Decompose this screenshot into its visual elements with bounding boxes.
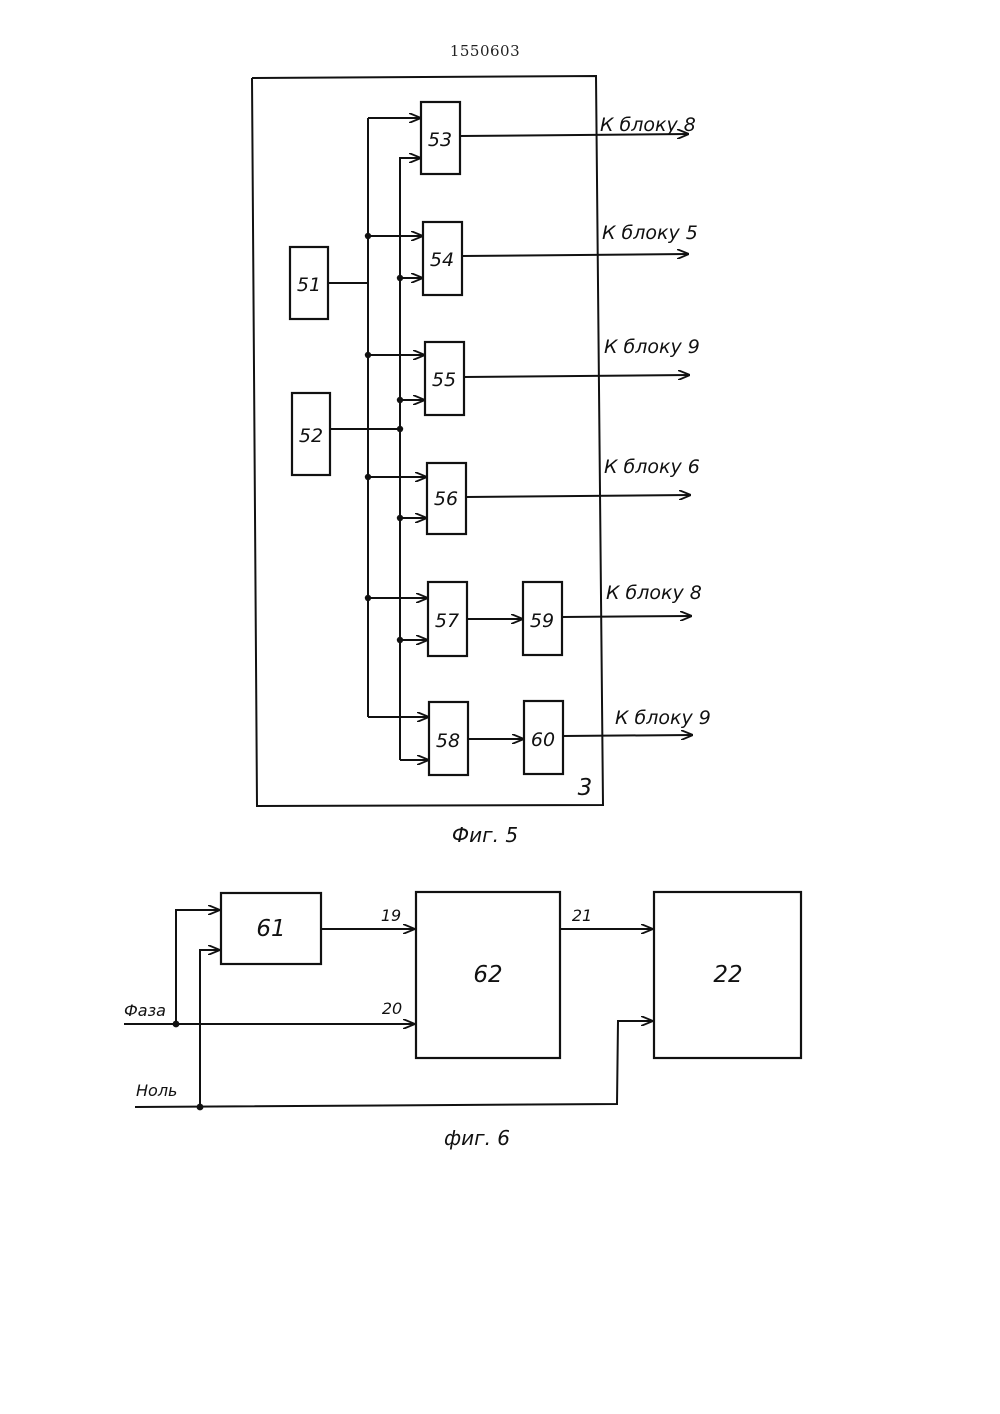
output-label-55: К блоку 9 (604, 336, 700, 358)
output-label-54: К блоку 5 (602, 222, 698, 244)
junction (397, 637, 403, 643)
block-55: 55 (425, 342, 464, 415)
junction (365, 595, 371, 601)
output-arrow-56 (466, 495, 690, 497)
block-52: 52 (292, 393, 330, 475)
junction (397, 275, 403, 281)
block-52-label: 52 (299, 425, 323, 447)
output-arrow-60 (563, 735, 692, 736)
output-arrow-54 (462, 254, 688, 256)
block-53: 53 (421, 102, 460, 174)
output-label-60: К блоку 9 (615, 707, 711, 729)
junction (365, 233, 371, 239)
junction (397, 515, 403, 521)
block-62-label: 62 (473, 962, 502, 988)
output-label-56: К блоку 6 (604, 456, 700, 478)
junction (197, 1104, 204, 1111)
signal-20-label: 20 (382, 999, 402, 1018)
block-59: 59 (523, 582, 562, 655)
block-60-label: 60 (531, 729, 555, 751)
junction (397, 426, 403, 432)
junction (365, 474, 371, 480)
junction (397, 397, 403, 403)
block-61-label: 61 (256, 916, 285, 942)
document-number: 1550603 (450, 42, 520, 60)
junction (173, 1021, 180, 1028)
bus-lines (328, 118, 400, 760)
block-53-label: 53 (428, 129, 452, 151)
block-55-label: 55 (432, 369, 456, 391)
signal-19-label: 19 (381, 906, 401, 925)
block-56-label: 56 (434, 488, 458, 510)
output-arrow-59 (562, 616, 691, 617)
bus-51-arrows (368, 118, 428, 717)
block-58: 58 (429, 702, 468, 775)
block-22: 22 (654, 892, 801, 1058)
figure-6-caption: фиг. 6 (444, 1126, 510, 1150)
block-3-label: 3 (578, 775, 593, 801)
figure-5: 3 (252, 76, 711, 847)
neutral-to-61 (200, 950, 219, 1107)
block-60: 60 (524, 701, 563, 774)
block-51: 51 (290, 247, 328, 319)
block-59-label: 59 (530, 610, 554, 632)
block-22-label: 22 (713, 962, 742, 988)
output-label-53: К блоку 8 (600, 114, 696, 136)
signal-21-label: 21 (572, 906, 592, 925)
block-58-label: 58 (436, 730, 460, 752)
block-61: 61 (221, 893, 321, 964)
block-54: 54 (423, 222, 462, 295)
neutral-input-label: Ноль (136, 1081, 177, 1100)
neutral-line (135, 1021, 652, 1107)
arrow-52-53 (400, 158, 420, 160)
output-label-59: К блоку 8 (606, 582, 702, 604)
block-62: 62 (416, 892, 560, 1058)
block-56: 56 (427, 463, 466, 534)
block-57-label: 57 (435, 610, 459, 632)
phase-input-label: Фаза (124, 1001, 166, 1020)
junction (365, 352, 371, 358)
block-57: 57 (428, 582, 467, 656)
block-51-label: 51 (297, 274, 321, 296)
figure-5-caption: Фиг. 5 (452, 823, 518, 847)
junction-dots (365, 233, 403, 643)
block-54-label: 54 (430, 249, 454, 271)
figure-6: 61 62 22 19 20 21 Фаза Ноль фиг. 6 (124, 892, 801, 1150)
output-arrow-55 (464, 375, 689, 377)
